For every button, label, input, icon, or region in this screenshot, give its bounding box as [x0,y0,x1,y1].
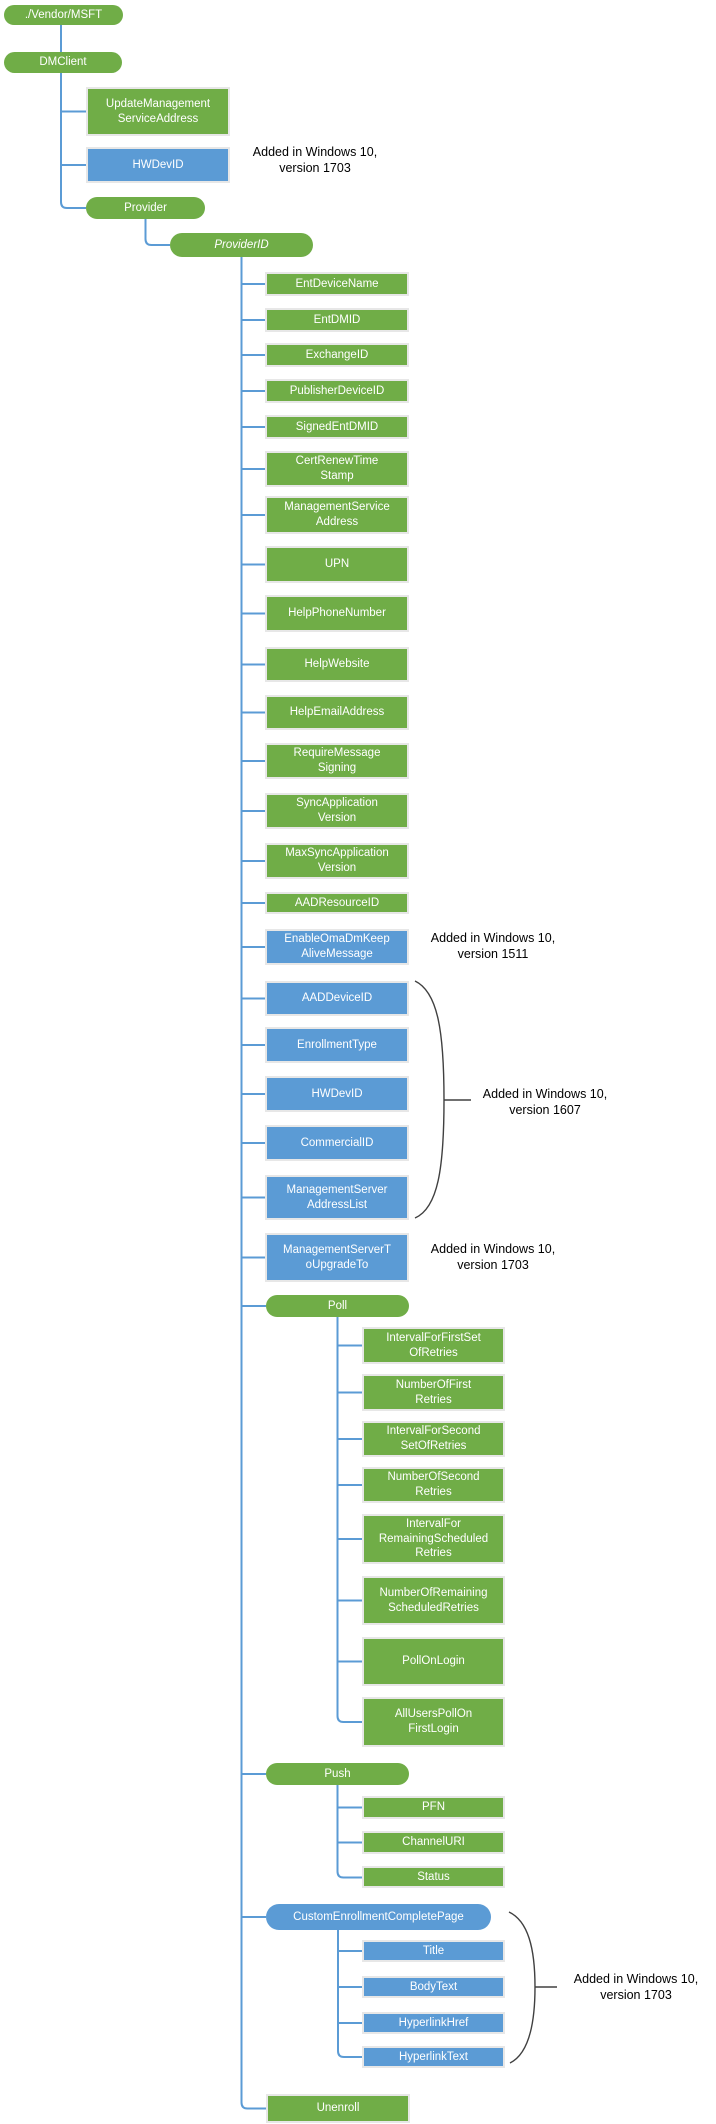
node-dmclient: DMClient [4,52,122,73]
node-update-management-service-address: UpdateManagement ServiceAddress [86,87,230,136]
node-title: Title [362,1940,505,1962]
node-publisher-device-id: PublisherDeviceID [265,379,409,403]
node-enable-oma-dm-keep-alive-message: EnableOmaDmKeep AliveMessage [265,929,409,965]
node-management-server-address-list: ManagementServer AddressList [265,1175,409,1220]
node-unenroll: Unenroll [266,2094,410,2123]
node-provider: Provider [86,197,205,219]
node-help-phone-number: HelpPhoneNumber [265,595,409,632]
node-upn: UPN [265,546,409,583]
node-interval-for-remaining-scheduled-retries: IntervalFor RemainingScheduled Retries [362,1514,505,1564]
node-interval-for-second-set-of-retries: IntervalForSecond SetOfRetries [362,1421,505,1457]
node-all-users-poll-on-first-login: AllUsersPollOn FirstLogin [362,1697,505,1747]
node-number-of-remaining-scheduled-retries: NumberOfRemaining ScheduledRetries [362,1576,505,1625]
node-number-of-second-retries: NumberOfSecond Retries [362,1467,505,1503]
node-max-sync-application-version: MaxSyncApplication Version [265,843,409,879]
node-vendor-msft: ./Vendor/MSFT [4,5,123,25]
annotation-1703-upgrade: Added in Windows 10, version 1703 [430,1242,556,1272]
node-sync-application-version: SyncApplication Version [265,793,409,829]
brace-1607 [414,980,445,1219]
node-status: Status [362,1866,505,1888]
node-interval-for-first-set-of-retries: IntervalForFirstSet OfRetries [362,1327,505,1364]
node-hyperlink-text: HyperlinkText [362,2046,505,2068]
node-body-text: BodyText [362,1976,505,1998]
node-channel-uri: ChannelURI [362,1831,505,1854]
node-enrollment-type: EnrollmentType [265,1027,409,1063]
node-hyperlink-href: HyperlinkHref [362,2012,505,2034]
node-commercial-id: CommercialID [265,1125,409,1161]
node-hwdevid: HWDevID [86,147,230,183]
annotation-1607: Added in Windows 10, version 1607 [482,1087,608,1117]
node-management-server-to-upgrade-to: ManagementServerT oUpgradeTo [265,1233,409,1282]
annotation-1511: Added in Windows 10, version 1511 [430,931,556,961]
node-signed-ent-dmid: SignedEntDMID [265,415,409,439]
node-poll: Poll [266,1295,409,1317]
node-require-message-signing: RequireMessage Signing [265,743,409,779]
node-custom-enrollment-complete-page: CustomEnrollmentCompletePage [266,1904,491,1930]
node-ent-device-name: EntDeviceName [265,272,409,296]
annotation-1703-enrollment-page: Added in Windows 10, version 1703 [573,1972,699,2002]
node-aad-device-id: AADDeviceID [265,981,409,1016]
node-management-service-address: ManagementService Address [265,496,409,534]
node-help-website: HelpWebsite [265,647,409,682]
annotation-1703-hwdevid: Added in Windows 10, version 1703 [252,145,378,175]
node-pfn: PFN [362,1796,505,1819]
node-help-email-address: HelpEmailAddress [265,695,409,730]
node-aad-resource-id: AADResourceID [265,892,409,914]
brace-1703-enrollment-page [508,1911,536,2064]
node-push: Push [266,1763,409,1785]
node-providerid: ProviderID [170,233,313,257]
node-exchange-id: ExchangeID [265,343,409,367]
node-number-of-first-retries: NumberOfFirst Retries [362,1374,505,1411]
node-ent-dmid: EntDMID [265,308,409,332]
node-hwdevid-provider: HWDevID [265,1076,409,1112]
node-poll-on-login: PollOnLogin [362,1637,505,1686]
node-cert-renew-time-stamp: CertRenewTime Stamp [265,451,409,487]
